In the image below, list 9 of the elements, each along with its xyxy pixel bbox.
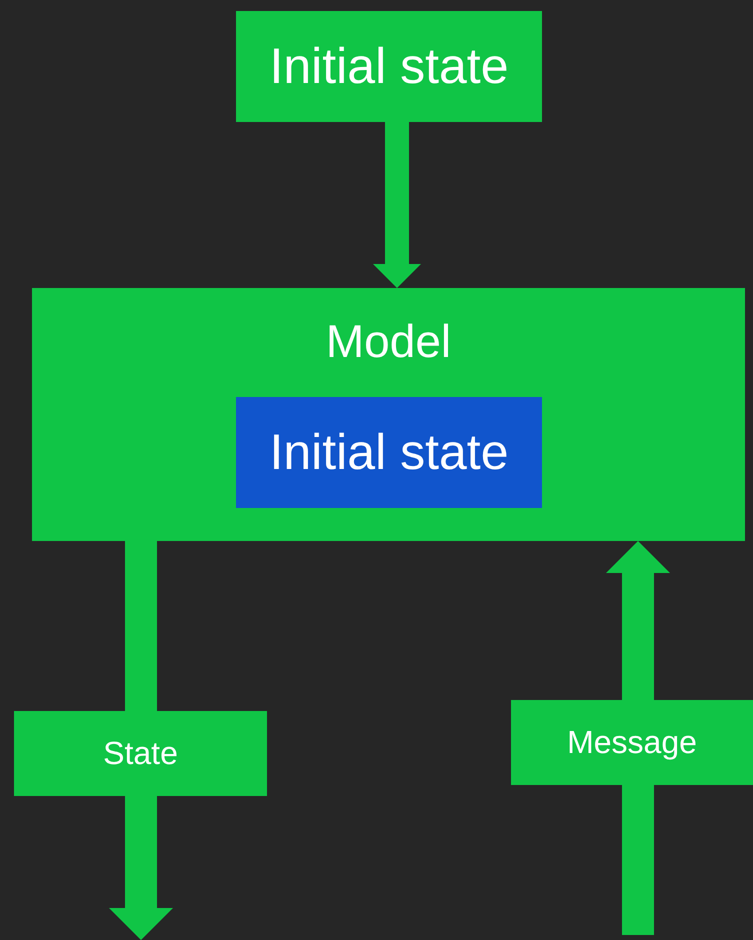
edge-label: Message	[511, 700, 753, 785]
process-box	[236, 397, 542, 508]
heading-text: Model	[324, 315, 452, 368]
edge-label: State	[14, 711, 267, 796]
arrow	[373, 122, 421, 288]
box-text: Initial state	[268, 38, 510, 96]
process-box	[236, 11, 542, 122]
container-box	[32, 288, 745, 541]
box-text: Initial state	[268, 424, 510, 482]
